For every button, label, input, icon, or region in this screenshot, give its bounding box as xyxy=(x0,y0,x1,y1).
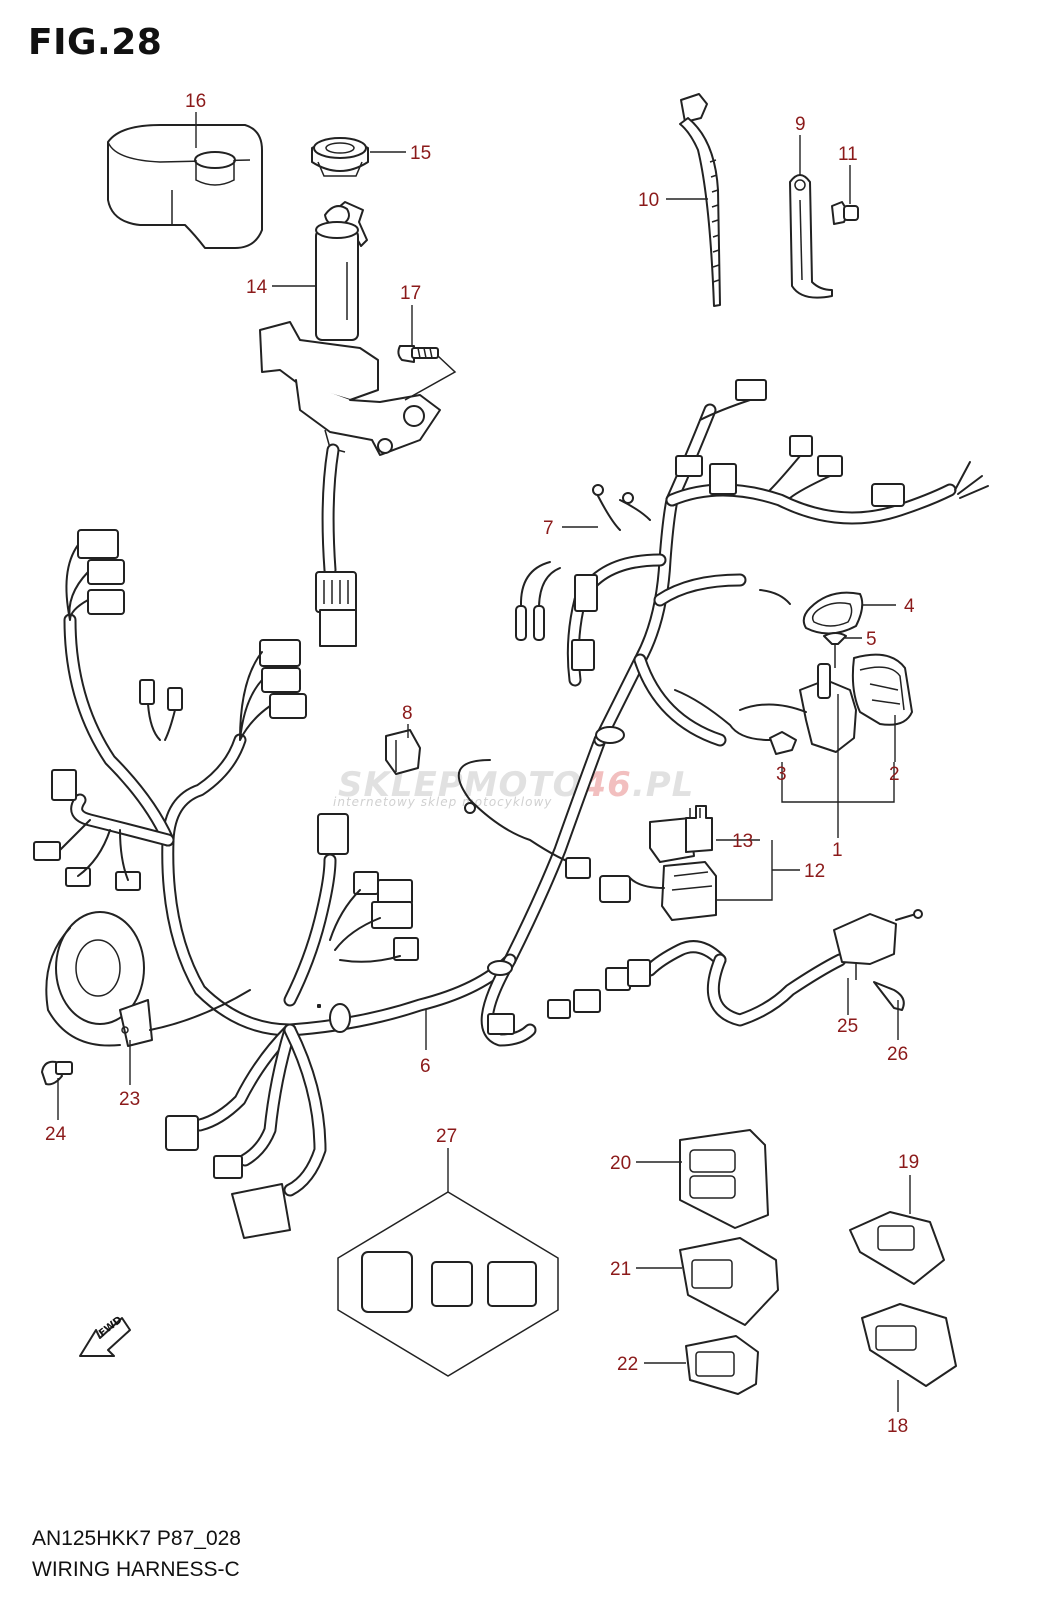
part-27-connector-kit xyxy=(337,1191,559,1377)
callout-8: 8 xyxy=(402,703,413,724)
part-6-main-harness xyxy=(63,403,957,1197)
part-1-sensor-assembly xyxy=(674,653,913,755)
callout-26: 26 xyxy=(887,1044,908,1065)
callout-1: 1 xyxy=(832,840,843,861)
figure-title: FIG.28 xyxy=(28,22,163,63)
callout-18: 18 xyxy=(887,1416,908,1437)
callout-3: 3 xyxy=(776,764,787,785)
part-5-screw xyxy=(823,632,847,668)
section-name: WIRING HARNESS-C xyxy=(32,1558,240,1581)
callout-14: 14 xyxy=(246,277,268,298)
callout-10: 10 xyxy=(638,190,659,211)
part-12-fuse-box xyxy=(599,805,717,921)
callout-19: 19 xyxy=(898,1152,919,1173)
part-23-horn xyxy=(45,911,251,1047)
part-14-ignition-switch xyxy=(259,201,441,647)
part-8-connector-cover xyxy=(385,729,421,775)
part-19-switch xyxy=(849,1211,945,1285)
callout-2: 2 xyxy=(889,764,900,785)
model-code: AN125HKK7 P87_028 xyxy=(32,1527,241,1550)
callout-16: 16 xyxy=(185,91,206,112)
callout-21: 21 xyxy=(610,1259,631,1280)
callout-17: 17 xyxy=(400,283,421,304)
callout-13: 13 xyxy=(732,831,753,852)
callout-24: 24 xyxy=(45,1124,67,1145)
callout-23: 23 xyxy=(119,1089,140,1110)
part-10-cable-tie xyxy=(679,93,721,307)
part-17-screw xyxy=(397,345,457,401)
fwd-arrow-icon: FWD xyxy=(79,1315,131,1357)
callout-20: 20 xyxy=(610,1153,631,1174)
leader-lines xyxy=(57,112,911,1412)
callout-25: 25 xyxy=(837,1016,858,1037)
part-25-switch xyxy=(833,909,923,980)
callout-6: 6 xyxy=(420,1056,431,1077)
callout-9: 9 xyxy=(795,114,806,135)
watermark-tagline: internetowy sklep motocyklowy xyxy=(333,795,553,809)
callout-22: 22 xyxy=(617,1354,638,1375)
part-20-switch xyxy=(679,1129,769,1229)
part-15-nut xyxy=(311,137,369,177)
callout-12: 12 xyxy=(804,861,825,882)
part-4-grommet xyxy=(802,591,864,635)
callout-11: 11 xyxy=(838,144,858,165)
part-22-switch xyxy=(685,1335,759,1395)
part-9-clamp xyxy=(789,174,833,299)
callout-5: 5 xyxy=(866,629,877,650)
part-16-cover xyxy=(107,124,263,249)
harness-connectors xyxy=(33,379,989,1239)
part-11-bolt xyxy=(831,201,859,225)
callout-27: 27 xyxy=(436,1126,457,1147)
callout-7: 7 xyxy=(543,518,554,539)
part-26-screw xyxy=(873,981,905,1011)
watermark-logo: SKLEPMOTO46.PL xyxy=(338,765,695,805)
part-24-bolt xyxy=(41,1060,73,1086)
callout-15: 15 xyxy=(410,143,431,164)
part-18-switch xyxy=(861,1303,957,1387)
callout-4: 4 xyxy=(904,596,915,617)
part-21-switch xyxy=(679,1237,779,1326)
callout-labels: 16 15 14 17 10 9 11 7 4 5 8 3 2 1 13 12 … xyxy=(45,91,919,1437)
